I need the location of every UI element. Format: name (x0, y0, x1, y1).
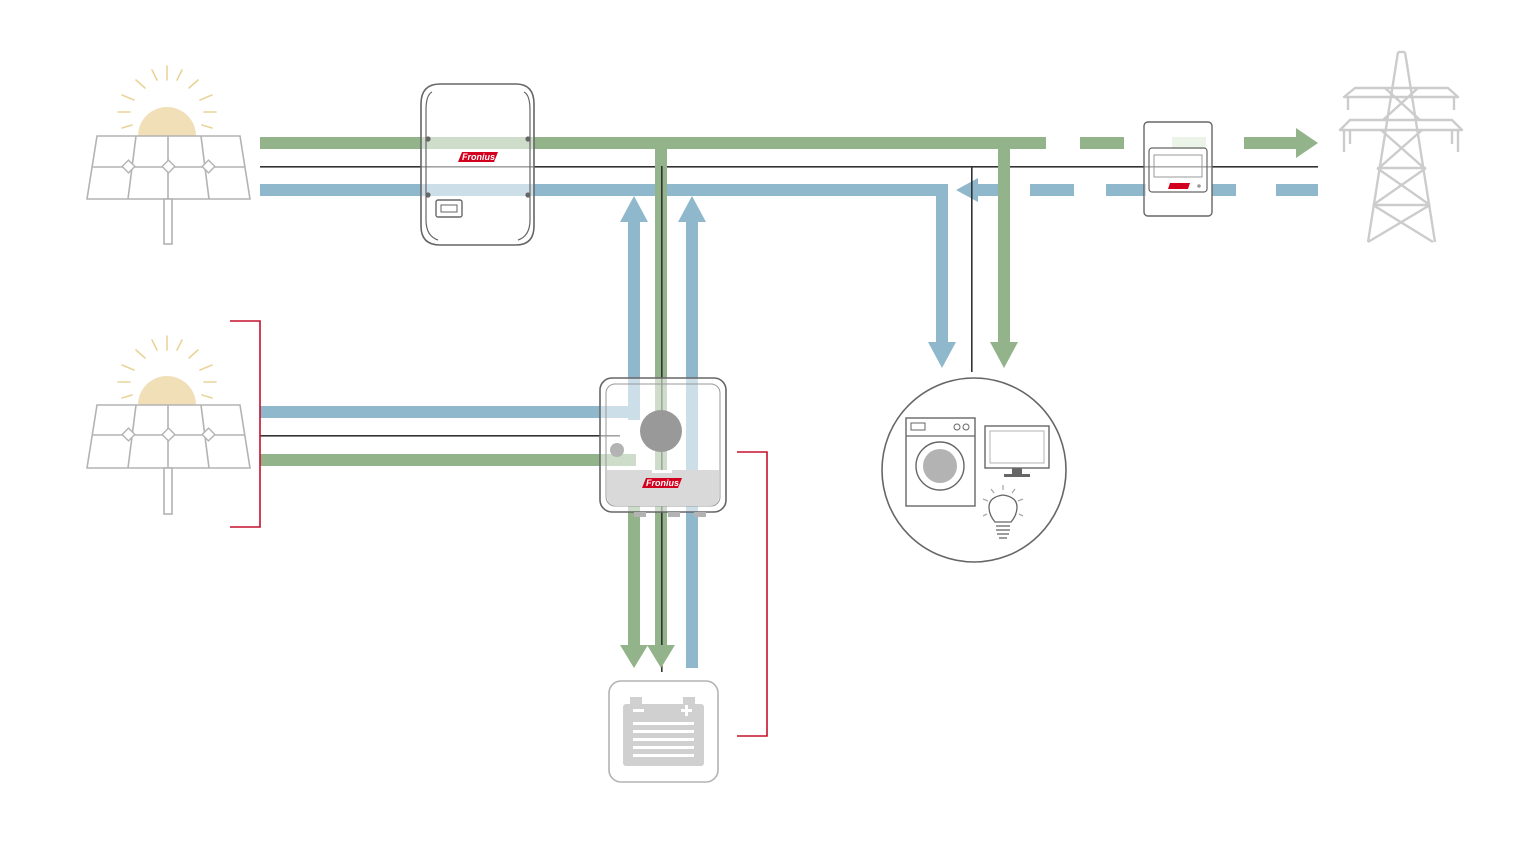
dc-flow-top-main (260, 184, 946, 196)
dc-flow-dash-2 (1106, 184, 1146, 196)
ac-flow-dash-1 (1080, 137, 1124, 149)
solar-panel-icon (86, 135, 251, 245)
dc-flow-top-arrow-tail (976, 184, 998, 196)
svg-text:Fronius: Fronius (462, 152, 495, 162)
dc-flow-dash-3 (1212, 184, 1236, 196)
sun-icon (138, 376, 196, 405)
smart-meter-icon (1143, 121, 1213, 217)
wire-down-loads (971, 166, 973, 372)
string-inverter-icon: Fronius (420, 83, 535, 246)
hybrid-inverter-led (610, 443, 624, 457)
ac-flow-dash-3 (1244, 137, 1302, 149)
monitor-icon (984, 425, 1050, 477)
wire-pv2 (260, 435, 620, 437)
bracket-pv2 (230, 320, 261, 528)
pv-array-top (86, 65, 251, 245)
ac-arrowhead-battery-center (647, 645, 675, 668)
battery-icon (608, 680, 719, 783)
dc-flow-arrowhead-left (956, 178, 978, 202)
dc-flow-pv2 (260, 406, 636, 418)
household-loads-icon (881, 377, 1067, 563)
hybrid-inverter-icon: Fronius (599, 377, 727, 517)
sun-rays-bottom (117, 335, 217, 399)
svg-text:Fronius: Fronius (646, 478, 679, 488)
brand-logo: Fronius (458, 152, 498, 162)
dc-arrowhead-up-left (620, 196, 648, 222)
wire-top (260, 166, 1318, 168)
solar-panel-icon (86, 404, 251, 515)
ac-arrowhead-battery-left (620, 645, 648, 668)
ac-flow-top-main (260, 137, 1046, 149)
hybrid-inverter-display (640, 410, 682, 452)
brackets (230, 320, 768, 737)
brand-logo: Fronius (642, 478, 682, 488)
brand-logo (1168, 183, 1190, 189)
pv-array-bottom (86, 335, 251, 515)
bracket-battery (737, 451, 768, 737)
dc-flow-dash-1 (1030, 184, 1074, 196)
dc-flow-up-left (628, 220, 640, 420)
ac-flow-arrowhead-grid (1296, 128, 1318, 158)
power-pylon-icon (1338, 50, 1464, 244)
sun-rays-top (117, 65, 217, 129)
ac-arrowhead-loads (990, 342, 1018, 368)
ac-flow-pv2 (260, 454, 636, 466)
sun-icon (138, 107, 196, 136)
dc-flow-down-loads (936, 184, 948, 344)
inverter-display (435, 199, 463, 218)
dc-flow-dash-4 (1276, 184, 1318, 196)
ac-flow-down-battery-left (628, 500, 640, 647)
ac-flow-down-loads (998, 137, 1010, 344)
light-bulb-icon (982, 485, 1024, 539)
dc-arrowhead-loads (928, 342, 956, 368)
dc-arrowhead-up-right (678, 196, 706, 222)
inverter-body (420, 83, 535, 246)
washing-machine-icon (905, 417, 976, 507)
